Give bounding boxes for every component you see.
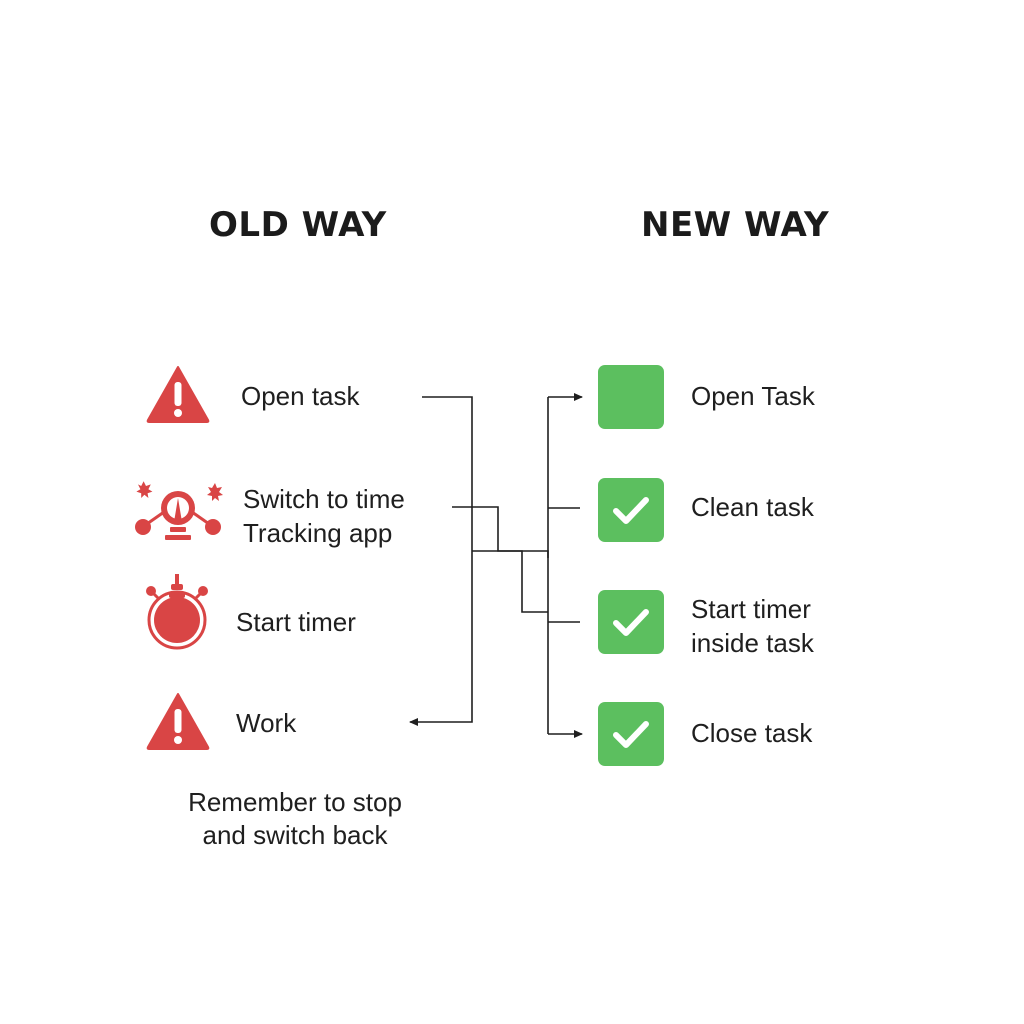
new-way-heading: NEW WAY — [641, 205, 830, 245]
checkmark-icon — [598, 478, 664, 542]
new-step-label: Open Task — [691, 381, 815, 411]
old-step-label: Open task — [241, 381, 360, 411]
connector-switch-step — [452, 506, 548, 613]
old-way-note: Remember to stop and switch back — [188, 787, 402, 850]
new-step-label: Start timer inside task — [691, 594, 814, 658]
warning-triangle-icon — [146, 693, 210, 750]
checkmark-icon — [598, 590, 664, 654]
warning-triangle-icon — [146, 366, 210, 423]
blank-square-icon — [598, 365, 664, 429]
stopwatch-icon — [146, 574, 208, 650]
old-way-heading: OLD WAY — [209, 205, 387, 245]
old-step-label: Switch to time Tracking app — [243, 484, 405, 548]
checkmark-icon — [598, 702, 664, 766]
connector-open-to-work — [409, 396, 473, 726]
connector-merge — [472, 550, 549, 558]
old-step-label: Start timer — [236, 607, 356, 637]
alarm-bell-icon — [135, 481, 223, 540]
new-step-label: Close task — [691, 718, 813, 748]
old-step-label: Work — [236, 708, 297, 738]
new-step-label: Clean task — [691, 492, 814, 522]
